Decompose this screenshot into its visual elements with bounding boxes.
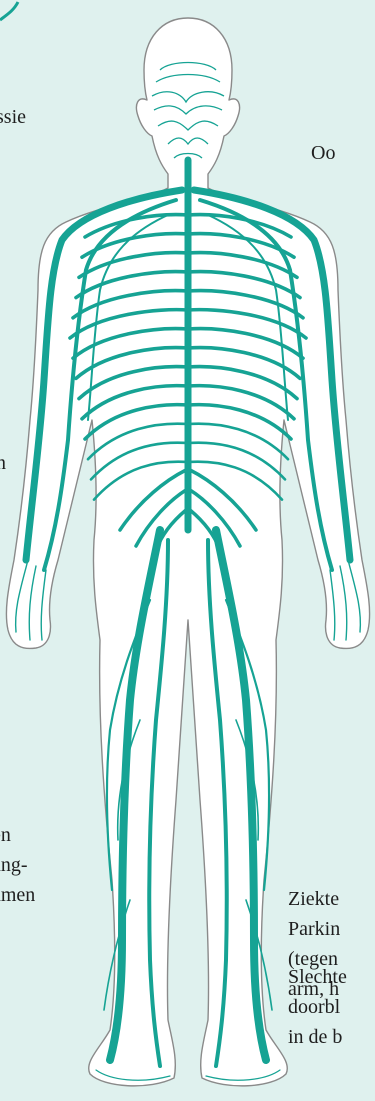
label-bottom-right: Slechte doorblin de b (288, 962, 347, 1052)
label-line: in de b (288, 1022, 347, 1052)
label-mid-left: n (0, 448, 6, 478)
label-line: Parkin (288, 914, 340, 944)
label-bottom-left: en ang- amen (0, 820, 35, 910)
label-top-left: ssie (0, 102, 26, 132)
label-line: en (0, 820, 35, 850)
label-line: Ziekte (288, 884, 340, 914)
label-line: doorbl (288, 992, 347, 1022)
label-line: amen (0, 880, 35, 910)
corner-mark-icon (0, 2, 18, 20)
label-line: Slechte (288, 962, 347, 992)
label-line: ang- (0, 850, 35, 880)
label-top-right: Oo (311, 138, 335, 168)
